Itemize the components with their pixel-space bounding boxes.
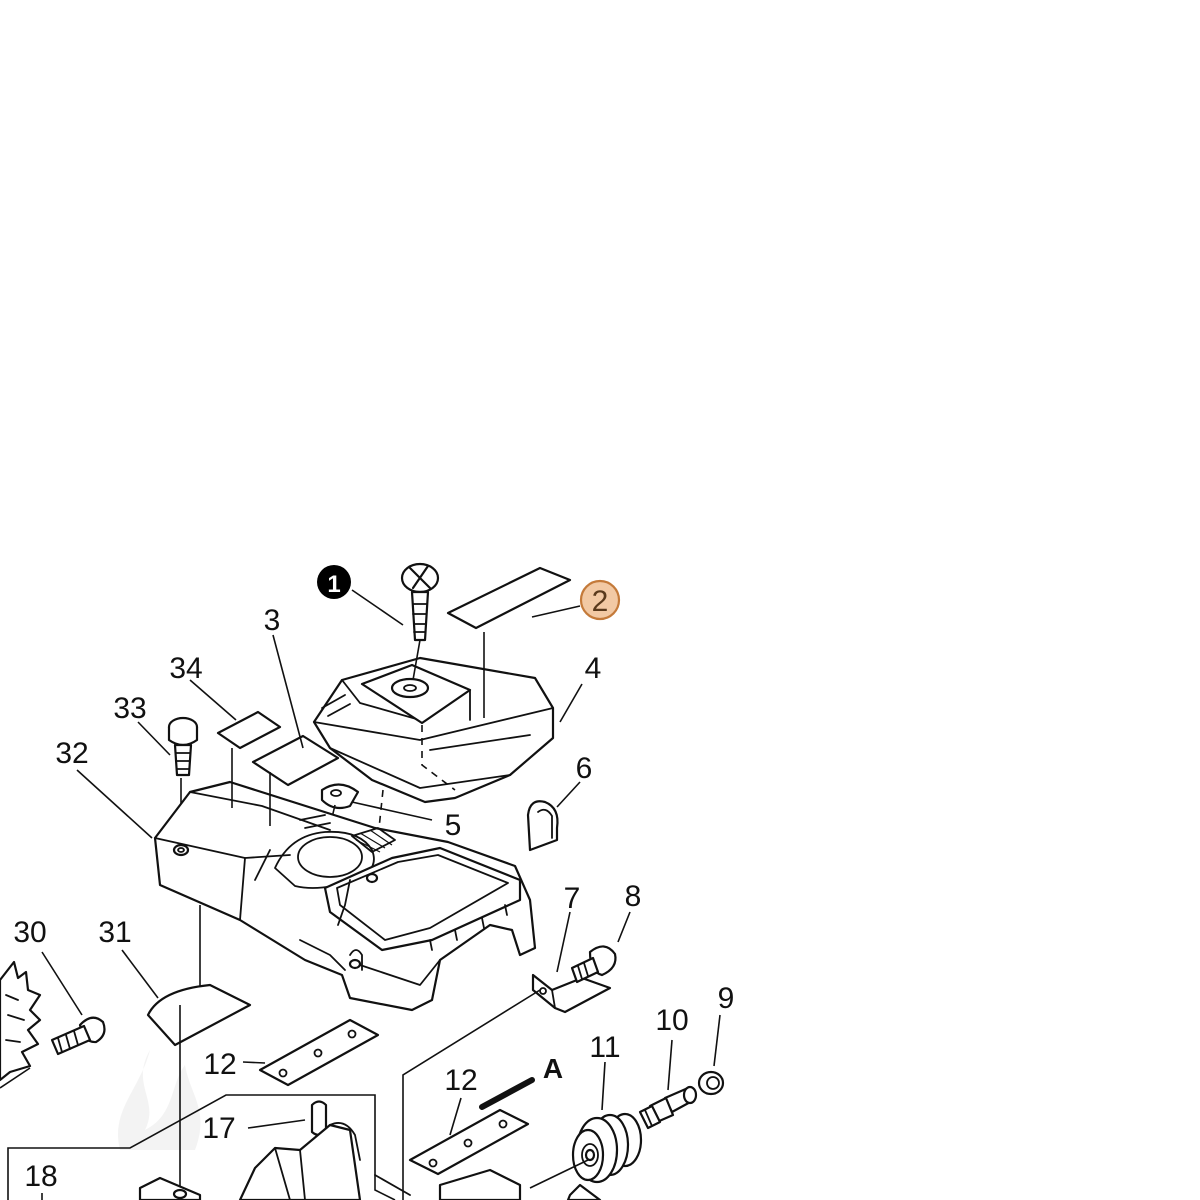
- leader-lines: [41, 589, 721, 1200]
- part-cover: [312, 656, 555, 804]
- part-housing-32: [153, 780, 537, 1012]
- watermark-logo: [117, 1050, 201, 1150]
- callout-12-upper: 12: [203, 1048, 236, 1081]
- part-axle-10: [638, 1085, 698, 1130]
- part-lower-frame: [138, 1122, 602, 1200]
- callout-5: 5: [445, 809, 462, 842]
- part-roller-11: [529, 1112, 643, 1189]
- part-plate-12a: [258, 1018, 380, 1087]
- callout-32: 32: [55, 737, 88, 770]
- callout-9: 9: [718, 982, 735, 1015]
- callout-30: 30: [13, 916, 46, 949]
- callout-6: 6: [576, 752, 593, 785]
- callout-4: 4: [585, 652, 602, 685]
- part-cap-6: [526, 800, 559, 852]
- part-sheet-3: [251, 734, 340, 787]
- callout-11: 11: [589, 1031, 620, 1064]
- callout-12-lower: 12: [444, 1064, 477, 1097]
- part-bolt-30: [50, 1016, 106, 1056]
- part-bracket-7: [531, 973, 612, 1014]
- part-screw-1: [400, 562, 440, 681]
- arrow-a: [479, 1077, 535, 1110]
- callout-3: 3: [264, 604, 281, 637]
- callout-17: 17: [202, 1112, 235, 1145]
- part-washer-9: [697, 1070, 725, 1096]
- callout-18: 18: [24, 1160, 57, 1193]
- part-sheet-31: [146, 983, 252, 1047]
- part-plate-12b: [408, 1108, 530, 1176]
- callout-7: 7: [564, 882, 581, 915]
- callout-33: 33: [113, 692, 146, 725]
- callout-1-badge: 1: [317, 565, 351, 599]
- part-sheet-34: [216, 710, 282, 750]
- part-label-plate: [446, 566, 572, 718]
- callout-8: 8: [625, 880, 642, 913]
- callout-34: 34: [169, 652, 202, 685]
- callout-1: 1: [327, 571, 340, 598]
- callout-31: 31: [98, 916, 131, 949]
- part-grommet-5: [320, 783, 360, 861]
- callout-10: 10: [655, 1004, 688, 1037]
- part-bolt-8: [570, 945, 617, 984]
- callout-2-badge: 2: [579, 579, 621, 621]
- callout-a: A: [543, 1053, 563, 1084]
- part-saw-edge: [0, 960, 42, 1089]
- callout-2: 2: [592, 585, 609, 618]
